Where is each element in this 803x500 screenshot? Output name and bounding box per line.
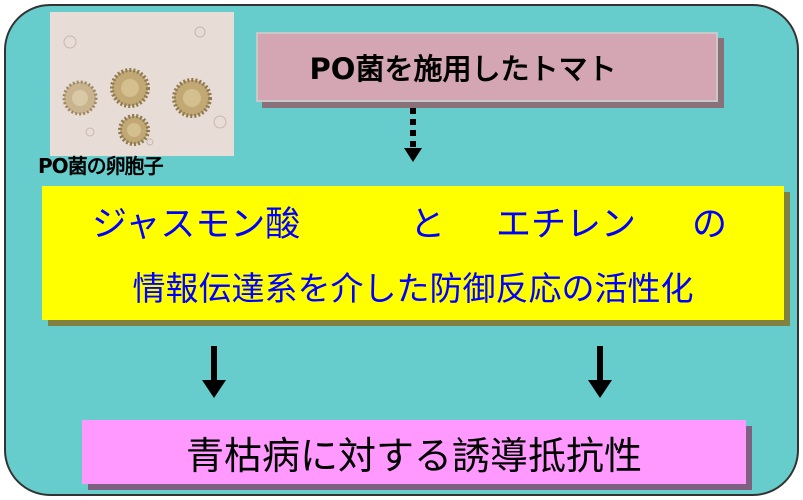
left-arrow-head	[202, 380, 226, 398]
activation-line: 情報伝達系を介した防御反応の活性化	[132, 269, 694, 308]
dotted-arrow-head	[404, 148, 422, 162]
connector-text: と	[410, 205, 446, 245]
right-arrow-head	[588, 380, 612, 398]
induced-resistance-box: 青枯病に対する誘導抵抗性	[82, 420, 746, 484]
left-arrow-shaft	[211, 346, 217, 382]
oospore-cells	[62, 68, 212, 146]
oospore-photo	[50, 12, 234, 156]
jasmonic-acid-text: ジャスモン酸	[92, 205, 301, 245]
treated-tomato-label: PO菌を施用したトマト	[309, 52, 617, 86]
treated-tomato-box: PO菌を施用したトマト	[256, 32, 718, 102]
dotted-arrow-shaft	[410, 108, 416, 148]
defense-response-box: ジャスモン酸 と エチレン の 情報伝達系を介した防御反応の活性化	[42, 186, 784, 320]
particle-text: の	[692, 205, 728, 245]
ethylene-text: エチレン	[496, 205, 637, 245]
photo-caption: PO菌の卵胞子	[38, 154, 164, 178]
right-arrow-shaft	[597, 346, 603, 382]
oospore-micrograph	[50, 12, 234, 156]
induced-resistance-label: 青枯病に対する誘導抵抗性	[185, 433, 642, 478]
